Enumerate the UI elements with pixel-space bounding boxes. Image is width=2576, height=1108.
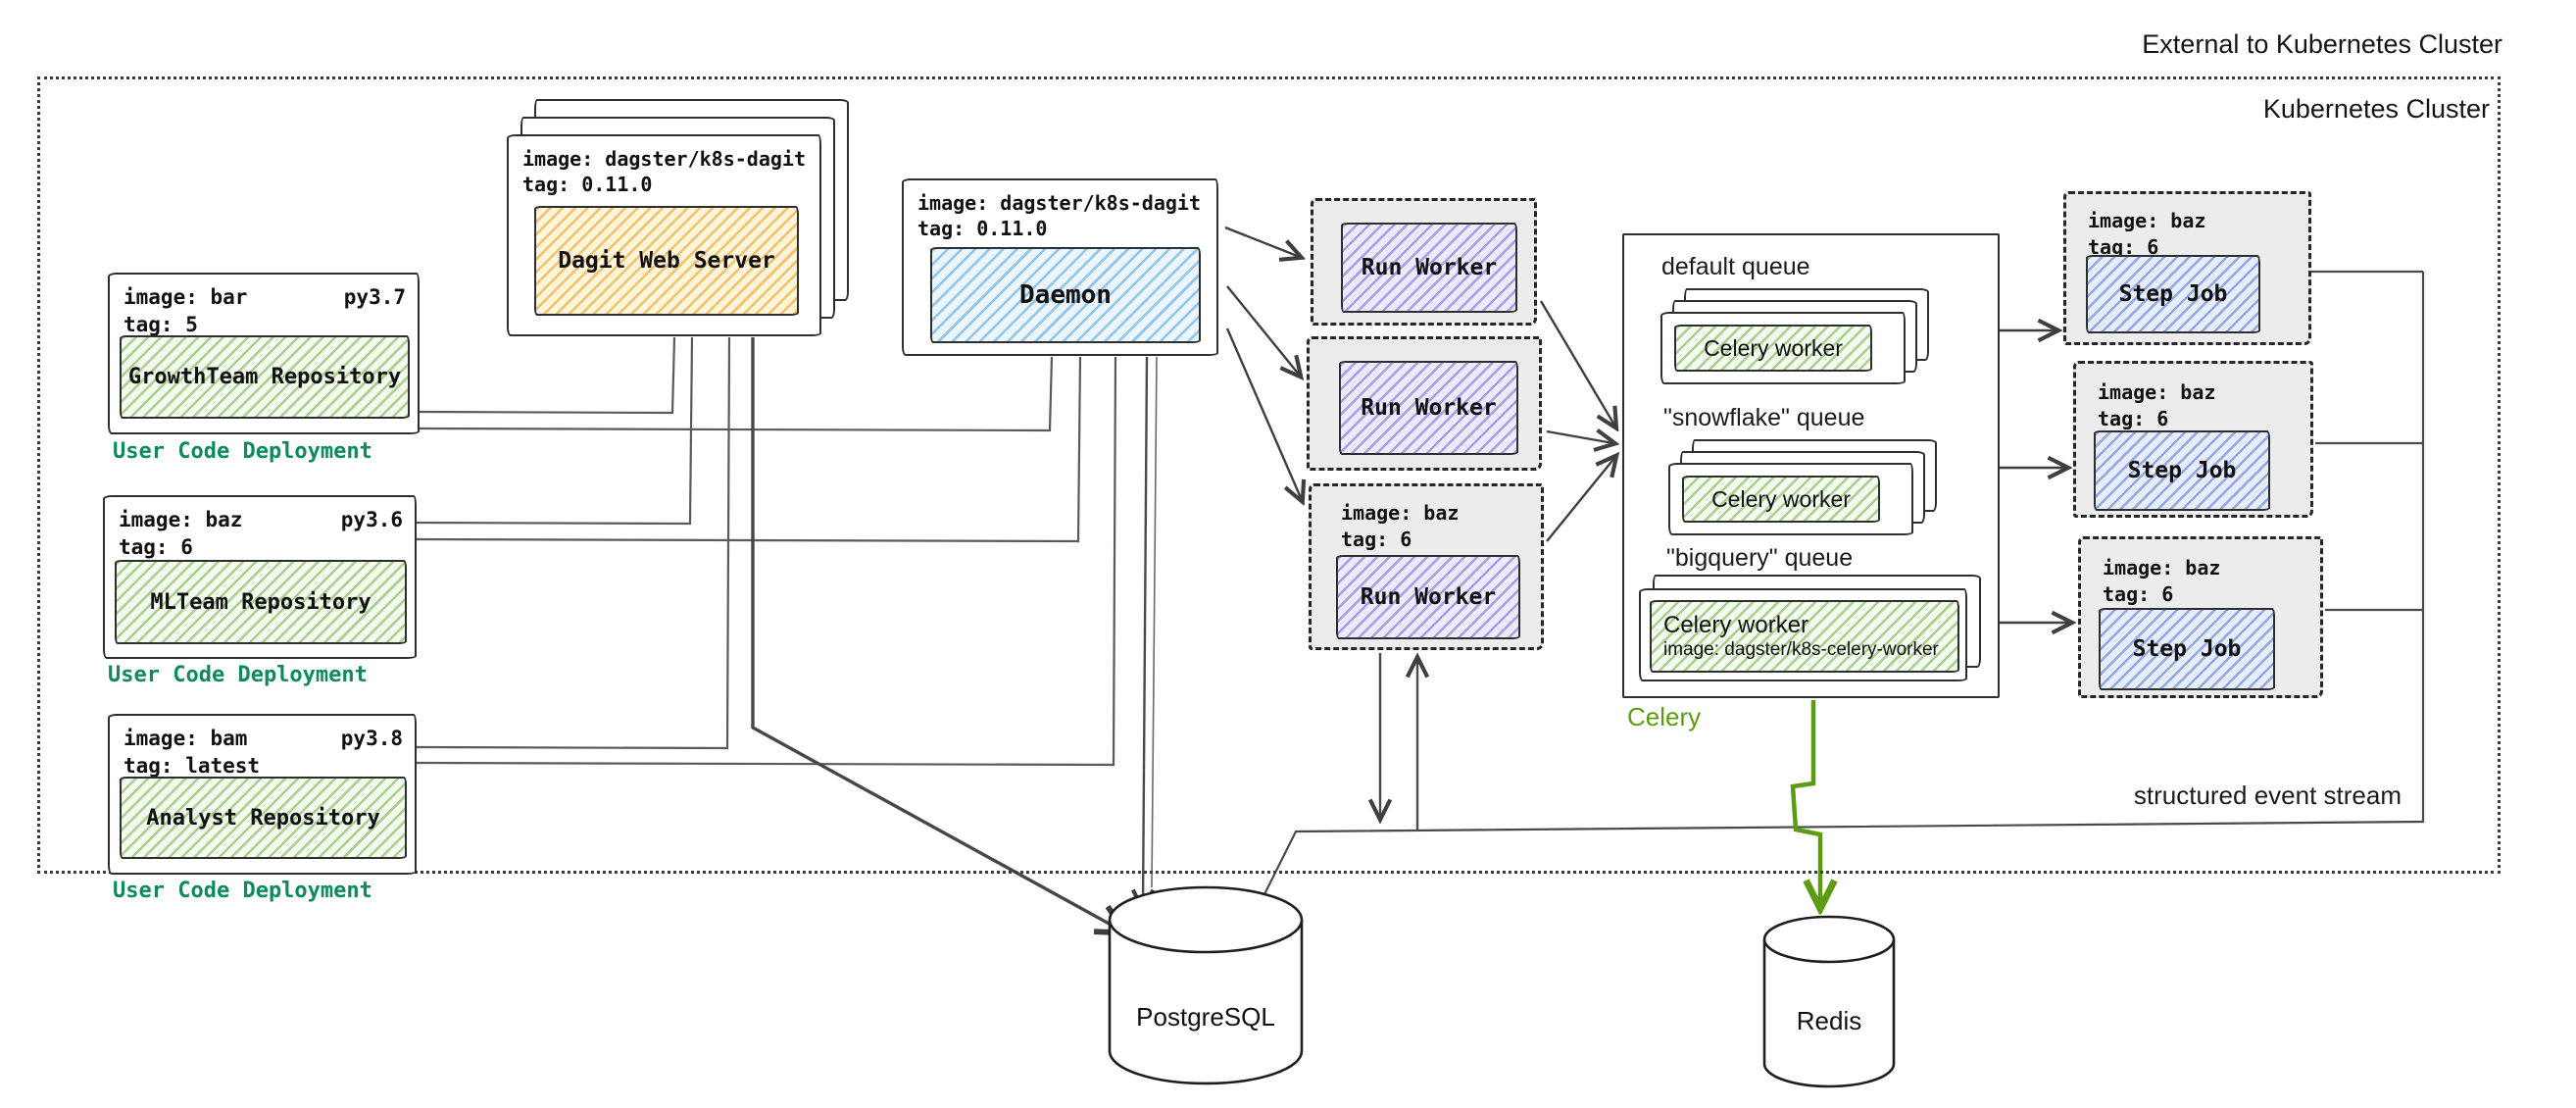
snowflake-queue-label: "snowflake" queue — [1663, 404, 1865, 431]
repo2-name: MLTeam Repository — [115, 560, 407, 644]
step-job-2-image: image: baz — [2098, 380, 2216, 404]
run-worker-3-label: Run Worker — [1336, 555, 1520, 639]
celery-label: Celery — [1627, 702, 1702, 731]
external-cluster-label: External to Kubernetes Cluster — [2142, 29, 2502, 59]
default-queue-label: default queue — [1661, 253, 1810, 280]
step-job-pod-2: image: baz tag: 6 Step Job — [2073, 361, 2313, 518]
user-code-deployment-1-label: User Code Deployment — [113, 439, 372, 464]
celery-worker-1-label: Celery worker — [1674, 325, 1872, 372]
step-job-3-tag: tag: 6 — [2103, 582, 2174, 606]
run-worker-3-tag: tag: 6 — [1341, 528, 1412, 551]
run-worker-1-label: Run Worker — [1341, 223, 1517, 313]
run-worker-2-label: Run Worker — [1339, 361, 1518, 455]
celery-worker-3-label: Celery worker — [1663, 612, 1809, 638]
repo2-python-version: py3.6 — [340, 508, 403, 531]
step-job-3-label: Step Job — [2099, 608, 2275, 690]
dagit-label: Dagit Web Server — [534, 206, 799, 316]
celery-worker-2-label: Celery worker — [1682, 476, 1880, 523]
run-worker-3-image: image: baz — [1341, 501, 1460, 525]
repo1-tag: tag: 5 — [124, 312, 198, 336]
run-worker-pod-1: Run Worker — [1311, 198, 1537, 326]
user-code-deployment-3-label: User Code Deployment — [113, 879, 372, 903]
celery-worker-3-pod: Celery worker image: dagster/k8s-celery-… — [1639, 588, 1967, 681]
run-worker-pod-2: Run Worker — [1307, 336, 1542, 471]
dagit-image: image: dagster/k8s-dagit — [522, 147, 806, 171]
celery-worker-3-image: image: dagster/k8s-celery-worker — [1663, 639, 1939, 660]
daemon-pod: image: dagster/k8s-dagit tag: 0.11.0 Dae… — [902, 178, 1218, 356]
user-code-deployment-2: image: baz py3.6 tag: 6 MLTeam Repository — [103, 495, 417, 659]
redis-label: Redis — [1796, 1006, 1862, 1035]
step-job-3-image: image: baz — [2103, 556, 2221, 579]
kubernetes-cluster-label: Kubernetes Cluster — [2262, 94, 2490, 124]
daemon-label: Daemon — [930, 247, 1201, 343]
run-worker-pod-3: image: baz tag: 6 Run Worker — [1309, 483, 1544, 650]
step-job-pod-1: image: baz tag: 6 Step Job — [2063, 191, 2311, 345]
daemon-tag: tag: 0.11.0 — [917, 217, 1048, 241]
dagit-tag: tag: 0.11.0 — [522, 173, 653, 197]
user-code-deployment-2-label: User Code Deployment — [108, 663, 368, 687]
dagit-pod: image: dagster/k8s-dagit tag: 0.11.0 Dag… — [507, 134, 821, 336]
repo1-image: image: bar — [124, 285, 248, 309]
step-job-pod-3: image: baz tag: 6 Step Job — [2078, 536, 2323, 698]
step-job-1-image: image: baz — [2088, 209, 2206, 232]
step-job-1-label: Step Job — [2086, 255, 2260, 333]
user-code-deployment-3: image: bam py3.8 tag: latest Analyst Repo… — [108, 714, 417, 875]
repo2-image: image: baz — [119, 508, 243, 531]
celery-worker-1-pod: Celery worker — [1660, 312, 1906, 384]
repo3-image: image: bam — [124, 727, 248, 750]
repo3-python-version: py3.8 — [340, 727, 403, 750]
postgresql-cylinder-icon — [1108, 885, 1304, 1085]
step-job-2-tag: tag: 6 — [2098, 407, 2169, 430]
celery-container: default queue Celery worker "snowflake" … — [1622, 233, 2000, 698]
postgresql-label: PostgreSQL — [1136, 1002, 1275, 1032]
step-job-2-label: Step Job — [2094, 430, 2270, 511]
repo2-tag: tag: 6 — [119, 534, 193, 559]
structured-event-stream-label: structured event stream — [2133, 781, 2402, 810]
bigquery-queue-label: "bigquery" queue — [1666, 544, 1854, 572]
repo3-tag: tag: latest — [124, 753, 261, 778]
repo1-name: GrowthTeam Repository — [120, 335, 410, 419]
repo1-python-version: py3.7 — [343, 285, 406, 309]
redis-cylinder-icon — [1762, 915, 1896, 1088]
celery-worker-2-pod: Celery worker — [1668, 463, 1913, 535]
repo3-name: Analyst Repository — [120, 777, 407, 859]
user-code-deployment-1: image: bar py3.7 tag: 5 GrowthTeam Reposi… — [108, 273, 420, 434]
daemon-image: image: dagster/k8s-dagit — [917, 191, 1201, 215]
